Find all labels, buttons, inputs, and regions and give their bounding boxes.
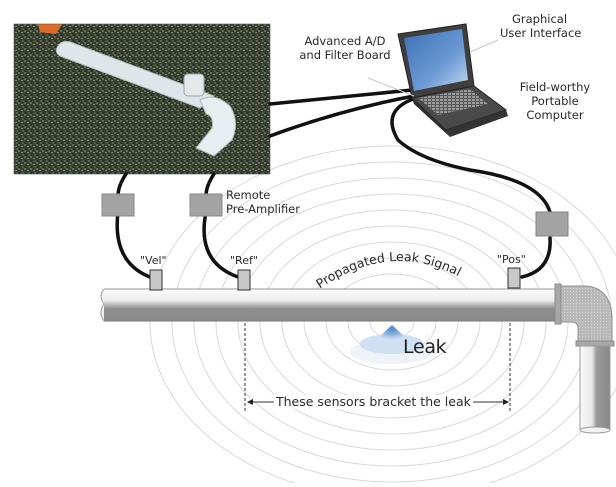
photo-marker-flag bbox=[38, 24, 62, 34]
vertical-pipe bbox=[579, 345, 611, 431]
pipe-sensors bbox=[149, 267, 521, 291]
sensor-label-pos: "Pos" bbox=[497, 253, 526, 266]
computer-label-line2: Portable bbox=[531, 94, 579, 108]
cable-preamp-to-pos bbox=[520, 236, 552, 279]
sensor-label-ref: "Ref" bbox=[230, 254, 258, 267]
leak-spray-cone bbox=[378, 325, 406, 342]
preamp-label-line1: Remote bbox=[226, 188, 271, 202]
ripple-ring bbox=[237, 209, 547, 435]
laptop-computer bbox=[367, 23, 508, 137]
preamp-box-ref bbox=[189, 193, 223, 217]
ad-board-label-line2: and Filter Board bbox=[299, 48, 391, 62]
preamp-box-vel bbox=[101, 193, 135, 217]
preamp-label-line2: Pre-Amplifier bbox=[226, 202, 300, 216]
sensor-label-vel: "Vel" bbox=[140, 254, 167, 267]
ripple-ring bbox=[281, 241, 503, 403]
gui-label: Graphical User Interface bbox=[500, 12, 581, 40]
preamp-box-pos bbox=[535, 211, 569, 237]
bracket-arrow-left bbox=[247, 399, 253, 405]
ripple-ring bbox=[325, 273, 459, 371]
leak-spray bbox=[350, 325, 434, 364]
preamp-boxes bbox=[101, 193, 569, 237]
cable-photo-to-preamp-ref bbox=[204, 172, 216, 198]
cable-photo-to-computer-2 bbox=[268, 94, 416, 138]
cable-computer-to-preamp-pos bbox=[390, 96, 552, 214]
ripple-ring bbox=[193, 177, 591, 467]
ripple-ring bbox=[149, 145, 616, 487]
cable-photo-to-computer-1 bbox=[268, 88, 414, 106]
computer-label: Field-worthy Portable Computer bbox=[500, 80, 610, 122]
ad-board-leader-line bbox=[367, 77, 415, 97]
bracket-arrow-right bbox=[503, 399, 509, 405]
signal-label-path: Propagated Leak Signal bbox=[313, 249, 464, 291]
laptop-screen bbox=[404, 29, 468, 91]
cable-preamp-to-ref bbox=[202, 210, 240, 279]
gui-label-line1: Graphical bbox=[512, 12, 568, 26]
photo-sensor bbox=[183, 73, 205, 97]
pipe bbox=[100, 283, 615, 434]
preamp-label: Remote Pre-Amplifier bbox=[226, 188, 300, 216]
ad-board-label-line1: Advanced A/D bbox=[304, 34, 386, 48]
ripple-ring bbox=[303, 257, 481, 387]
signal-label: Propagated Leak Signal bbox=[313, 249, 464, 291]
leak-label: Leak bbox=[403, 336, 447, 358]
horizontal-pipe bbox=[104, 289, 562, 321]
field-photo bbox=[13, 23, 271, 175]
sensor-pos bbox=[507, 267, 521, 289]
sensor-vel bbox=[149, 269, 163, 291]
cable-preamp-to-vel bbox=[115, 210, 152, 279]
ripple-ring bbox=[259, 225, 525, 419]
ad-board-label: Advanced A/D and Filter Board bbox=[290, 34, 400, 62]
ripple-ring bbox=[215, 193, 569, 451]
computer-label-line3: Computer bbox=[526, 108, 584, 122]
cable-photo-to-preamp-vel bbox=[116, 172, 128, 198]
cables bbox=[115, 88, 552, 279]
bracket-label: These sensors bracket the leak bbox=[274, 394, 473, 409]
computer-label-line1: Field-worthy bbox=[519, 80, 591, 94]
gui-label-line2: User Interface bbox=[500, 26, 582, 40]
gui-leader-line bbox=[469, 39, 499, 53]
sensor-ref bbox=[237, 269, 251, 291]
laptop-keyboard bbox=[418, 89, 488, 115]
pipe-elbow bbox=[557, 285, 613, 345]
